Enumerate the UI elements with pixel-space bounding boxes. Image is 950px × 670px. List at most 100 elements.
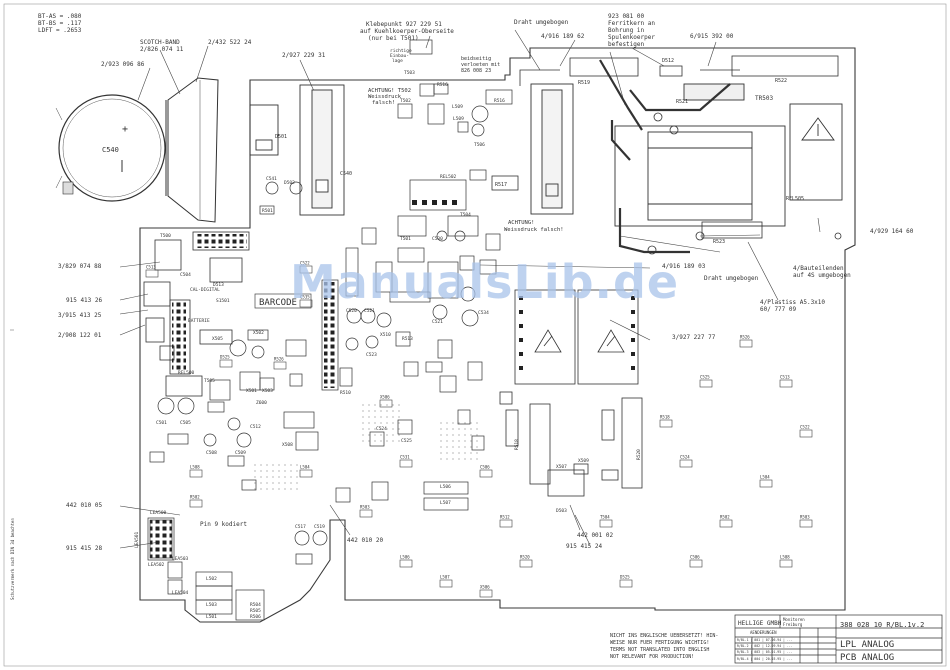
barcode-label: BARCODE — [259, 298, 297, 308]
company-name: HELLIGE GMBH — [738, 620, 782, 627]
traces — [599, 59, 731, 254]
small-component: C524 — [679, 455, 693, 468]
component-label: C524 — [680, 455, 690, 460]
einbaulage-2: Einbau- — [390, 53, 409, 59]
speaker-assembly: C540 + — [55, 77, 219, 223]
right-center-parts — [499, 289, 643, 497]
svg-text:R516: R516 — [437, 82, 448, 88]
component-label: R502 — [720, 515, 730, 520]
small-component: R512 — [499, 515, 513, 528]
small-component: X506 — [379, 395, 393, 408]
watermark: ManualsLib.de — [290, 255, 680, 309]
svg-text:C523: C523 — [366, 352, 377, 358]
svg-text:R504: R504 — [250, 602, 261, 608]
svg-text:C520: C520 — [346, 308, 357, 314]
component-label: R518 — [660, 415, 670, 420]
beidseitig-3: 826 008 23 — [461, 68, 491, 74]
svg-text:X503: X503 — [262, 388, 273, 394]
svg-text:R521: R521 — [676, 99, 688, 105]
svg-text:REL505: REL505 — [786, 196, 804, 202]
mid-left-parts — [149, 279, 339, 491]
component-label: C522 — [300, 261, 310, 266]
svg-text:C504: C504 — [180, 272, 191, 278]
notice-1: NICHT INS ENGLISCHE UEBERSETZT! HIN- — [610, 633, 718, 639]
small-component: D525 — [619, 575, 633, 588]
svg-text:C509: C509 — [235, 450, 246, 456]
component-label: T504 — [600, 515, 610, 520]
achtung-top-1: ACHTUNG! T502 — [368, 88, 411, 94]
component-label: R503 — [800, 515, 810, 520]
ref-829-074: 3/829 074 88 — [58, 263, 102, 270]
title-line-2: PCB ANALOG — [840, 653, 894, 663]
svg-text:C512: C512 — [250, 424, 261, 430]
bauteilenden-1: 4/Bauteilenden — [793, 265, 844, 272]
ref-927-229: 2/927 229 31 — [282, 52, 326, 59]
small-component: R518 — [659, 415, 673, 428]
svg-text:R522: R522 — [775, 78, 787, 84]
svg-text:LEA501: LEA501 — [134, 531, 140, 548]
small-component: L508 — [189, 465, 203, 478]
klebepunkt-2: auf Kuehlkoerper-Oberseite — [360, 28, 454, 35]
svg-text:T506: T506 — [474, 142, 485, 148]
small-component: R503 — [799, 515, 813, 528]
pin-note: Pin 9 kodiert — [200, 521, 247, 528]
ref-915-415-24: 915 415 24 — [566, 543, 603, 550]
svg-text:T505: T505 — [204, 378, 215, 384]
scotch-band-number: 2/826 074 11 — [140, 46, 184, 53]
svg-text:D513: D513 — [213, 282, 224, 288]
achtung-top-3: falsch! — [372, 100, 395, 106]
svg-text:+: + — [122, 124, 128, 135]
revision-row-2: R/BL.2 | 002 | 12.09.94 | ... — [737, 644, 793, 648]
svg-text:D503: D503 — [556, 508, 567, 514]
plastiss-1: 4/Plastiss A5.3x10 — [760, 299, 825, 306]
pcb-outline — [139, 47, 856, 623]
einbaulage-1: richtige — [390, 48, 412, 54]
ref-927-227: 3/927 227 77 — [672, 334, 716, 341]
component-label: D525 — [220, 355, 230, 360]
revision-row-4: R/BL.4 | 004 | 20.03.95 | ... — [737, 657, 793, 661]
svg-text:T502: T502 — [400, 98, 411, 104]
draht-mid: Draht umgebogen — [704, 275, 759, 282]
svg-text:L507: L507 — [440, 500, 451, 506]
component-label: R502 — [190, 495, 200, 500]
small-component: L507 — [439, 575, 453, 588]
drawing-frame — [3, 3, 947, 667]
leader-lines — [119, 29, 821, 549]
small-component: R502 — [189, 495, 203, 508]
component-label: R520 — [520, 555, 530, 560]
component-label: X506 — [480, 585, 490, 590]
title-line-1: LPL ANALOG — [840, 640, 894, 650]
component-label: C513 — [780, 375, 790, 380]
ref-442-010-05: 442 010 05 — [66, 502, 103, 509]
svg-text:C519: C519 — [314, 524, 325, 530]
svg-text:L502: L502 — [206, 576, 217, 582]
revision-row-3: R/BL.3 | 003 | 05.01.95 | ... — [737, 650, 793, 654]
notice-3: TERMS NOT TRANSLATED INTO ENGLISH — [610, 647, 709, 653]
title-block-text: HELLIGE GMBH Monitoren Freiburg 388 028 … — [737, 617, 924, 663]
component-label: R526 — [274, 357, 284, 362]
ref-929-164: 4/929 164 60 — [870, 228, 914, 235]
svg-text:LEA502: LEA502 — [148, 562, 165, 568]
component-label: C522 — [800, 425, 810, 430]
ref-916-189-03: 4/916 189 03 — [662, 263, 706, 270]
upper-small-parts — [259, 39, 513, 251]
heatsinks — [249, 83, 574, 216]
achtung-mid-2: Weissdruck falsch! — [504, 227, 564, 233]
product-line-2: Freiburg — [783, 622, 803, 627]
svg-text:C540: C540 — [340, 171, 352, 177]
small-component: L504 — [299, 465, 313, 478]
svg-text:R513: R513 — [402, 336, 413, 342]
svg-text:BATTERIE: BATTERIE — [188, 318, 210, 324]
ref-923-096: 2/923 096 86 — [101, 61, 145, 68]
svg-text:L509: L509 — [452, 104, 463, 110]
barcode-box — [254, 293, 312, 309]
svg-text:T500: T500 — [160, 233, 171, 239]
callout-labels: SCOTCH-BAND 2/826 074 11 2/432 522 24 2/… — [58, 13, 914, 552]
svg-text:X501: X501 — [246, 388, 257, 394]
notice-2: WEISE NUR FUER FERTIGUNG WICHTIG! — [610, 640, 709, 646]
small-component: R502 — [719, 515, 733, 528]
ferrit-4: Spulenkoerper — [608, 34, 655, 41]
svg-text:C521: C521 — [432, 319, 443, 325]
svg-text:C505: C505 — [180, 420, 191, 426]
